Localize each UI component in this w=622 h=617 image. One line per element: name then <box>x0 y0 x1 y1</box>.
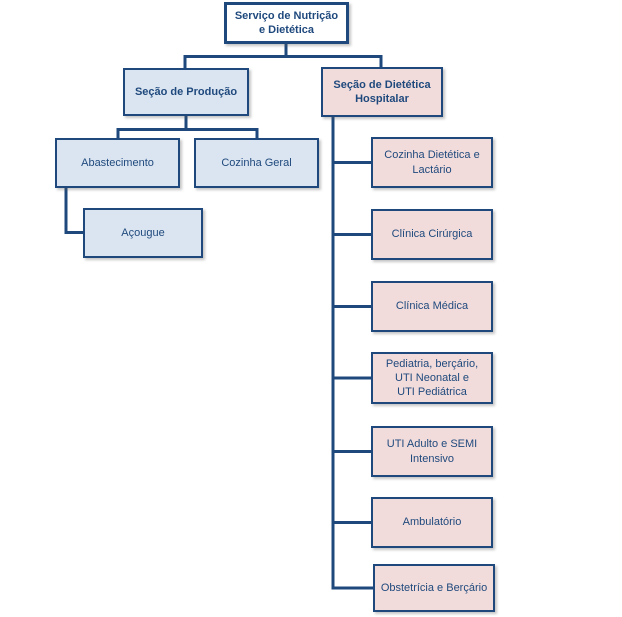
node-label-line: UTI Adulto e SEMI <box>386 438 478 451</box>
node-label-line: UTI Neonatal e <box>395 371 469 384</box>
node-label-line: Pediatria, berçário, <box>385 357 479 370</box>
org-node-cozinha-geral: Cozinha Geral <box>194 138 319 188</box>
node-label-line: Obstetrícia e Berçário <box>380 581 488 594</box>
node-label-line: Hospitalar <box>355 93 409 105</box>
org-node-servico-de-nutricao-e-dietetica: Serviço de Nutrição e Dietética <box>224 2 349 44</box>
org-node-pediatria-bercario-uti: Pediatria, berçário, UTI Neonatal e UTI … <box>371 352 493 404</box>
org-node-secao-de-dietetica-hospitalar: Seção de Dietética Hospitalar <box>321 67 443 117</box>
org-node-abastecimento: Abastecimento <box>55 138 180 188</box>
node-label-line: Intensivo <box>409 452 455 465</box>
node-label-line: UTI Pediátrica <box>397 386 467 399</box>
org-node-uti-adulto-e-semi-intensivo: UTI Adulto e SEMI Intensivo <box>371 426 493 477</box>
node-label-line: Seção de Dietética <box>333 78 431 91</box>
node-label-line: Serviço de Nutrição <box>234 9 339 22</box>
node-label-line: e Dietética <box>258 24 315 36</box>
node-label-line: Lactário <box>412 163 452 176</box>
org-node-clinica-medica: Clínica Médica <box>371 281 493 332</box>
connector-dietetica-trunk <box>331 115 374 590</box>
org-node-clinica-cirurgica: Clínica Cirúrgica <box>371 209 493 260</box>
node-label-line: Abastecimento <box>81 156 154 169</box>
org-node-ambulatorio: Ambulatório <box>371 497 493 548</box>
org-node-acougue: Açougue <box>83 208 203 258</box>
node-label-line: Seção de Produção <box>134 85 238 98</box>
org-node-obstetricia-e-bercario: Obstetrícia e Berçário <box>373 564 495 612</box>
connector-root-split-bar <box>183 55 383 69</box>
connector-abastecimento-acougue-elbow <box>64 187 84 234</box>
node-label-line: Açougue <box>121 226 165 239</box>
org-node-secao-de-producao: Seção de Produção <box>123 68 249 116</box>
node-label-line: Cozinha Dietética e <box>384 149 480 162</box>
org-node-cozinha-dietetica-e-lactario: Cozinha Dietética e Lactário <box>371 137 493 188</box>
node-label-line: Clínica Médica <box>395 300 469 313</box>
node-label-line: Clínica Cirúrgica <box>391 228 473 241</box>
node-label-line: Cozinha Geral <box>221 156 292 169</box>
connector-producao-split-bar <box>116 128 259 139</box>
node-label-line: Ambulatório <box>402 516 462 529</box>
